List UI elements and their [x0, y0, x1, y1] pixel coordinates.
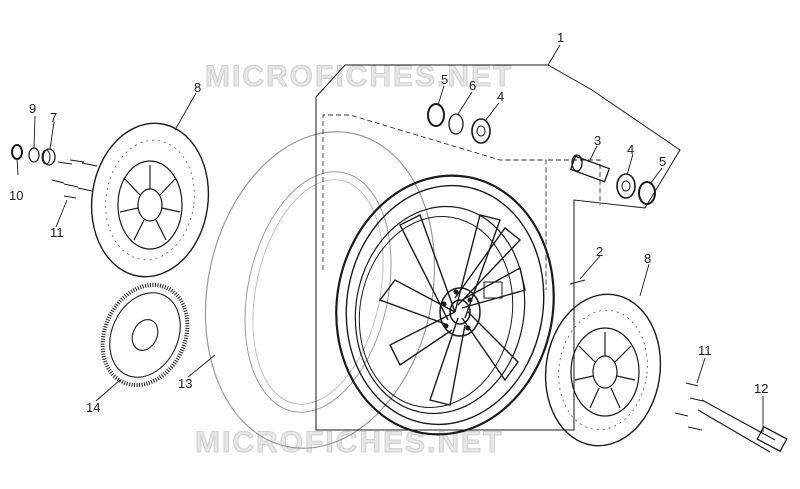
brake-disc-left — [90, 122, 210, 278]
callout-14: 14 — [86, 400, 100, 415]
callout-9: 9 — [29, 101, 36, 116]
leader-lines — [16, 44, 764, 432]
callout-5-right: 5 — [659, 154, 666, 169]
left-small-parts — [11, 144, 98, 199]
callout-3: 3 — [594, 133, 601, 148]
callout-6: 6 — [469, 78, 476, 93]
wheel-rim — [335, 174, 555, 436]
abs-tone-ring — [100, 282, 190, 388]
callout-4-top: 4 — [497, 89, 504, 104]
brake-disc-right — [544, 293, 662, 447]
callout-2: 2 — [596, 244, 603, 259]
hub-parts — [427, 103, 656, 205]
callout-4-right: 4 — [627, 142, 634, 157]
callouts: 1 2 3 4 4 5 5 6 7 8 8 9 10 11 11 12 13 1… — [9, 30, 768, 415]
callout-5-top: 5 — [441, 72, 448, 87]
callout-13: 13 — [178, 376, 192, 391]
watermark-bottom: MICROFICHES.NET — [195, 426, 503, 459]
callout-11-left: 11 — [50, 225, 64, 240]
callout-8-left: 8 — [194, 80, 201, 95]
callout-8-right: 8 — [644, 251, 651, 266]
right-small-parts — [569, 279, 788, 453]
callout-1: 1 — [557, 30, 564, 45]
callout-11-right: 11 — [698, 343, 712, 358]
callout-12: 12 — [754, 381, 768, 396]
tire — [204, 131, 436, 449]
callout-10: 10 — [9, 188, 23, 203]
assembly-frame — [315, 64, 681, 431]
callout-7: 7 — [50, 110, 57, 125]
